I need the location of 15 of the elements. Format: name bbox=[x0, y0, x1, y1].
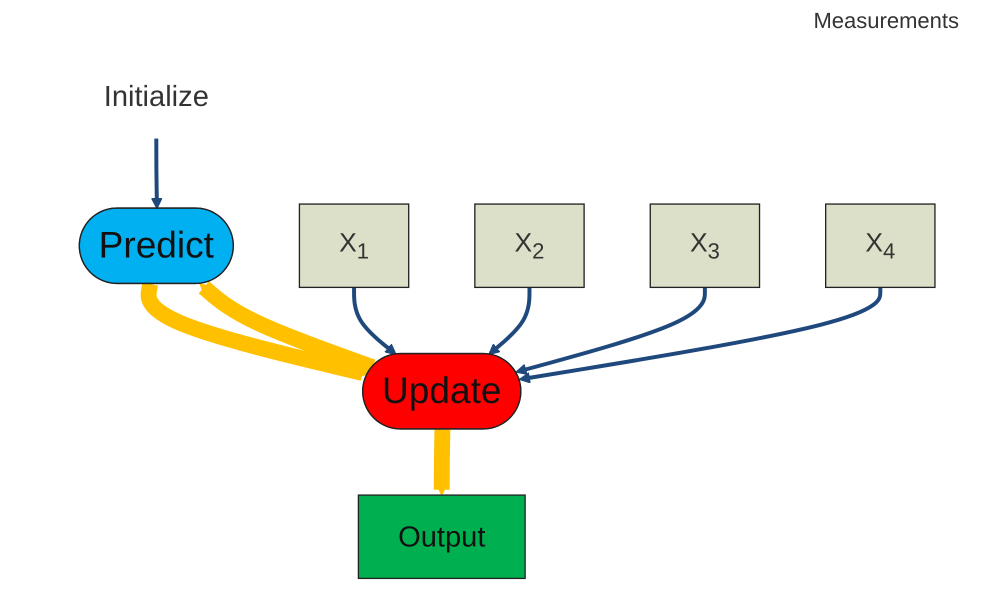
arrow bbox=[150, 138, 163, 210]
node-box: Output bbox=[358, 494, 526, 580]
label-text: Measurements bbox=[813, 8, 959, 34]
node-box: X$_{2}$ bbox=[474, 203, 585, 288]
arrow bbox=[198, 281, 376, 375]
arrow bbox=[140, 282, 368, 381]
arrow bbox=[515, 287, 707, 375]
arrow bbox=[434, 427, 450, 496]
node-box: X$_{4}$ bbox=[825, 203, 936, 288]
arrow bbox=[488, 287, 532, 356]
node-box: X$_{3}$ bbox=[650, 203, 760, 288]
arrow bbox=[518, 287, 882, 384]
arrow bbox=[352, 287, 397, 356]
node-text: Initialize bbox=[104, 80, 209, 113]
node-box: X$_{1}$ bbox=[298, 203, 410, 288]
